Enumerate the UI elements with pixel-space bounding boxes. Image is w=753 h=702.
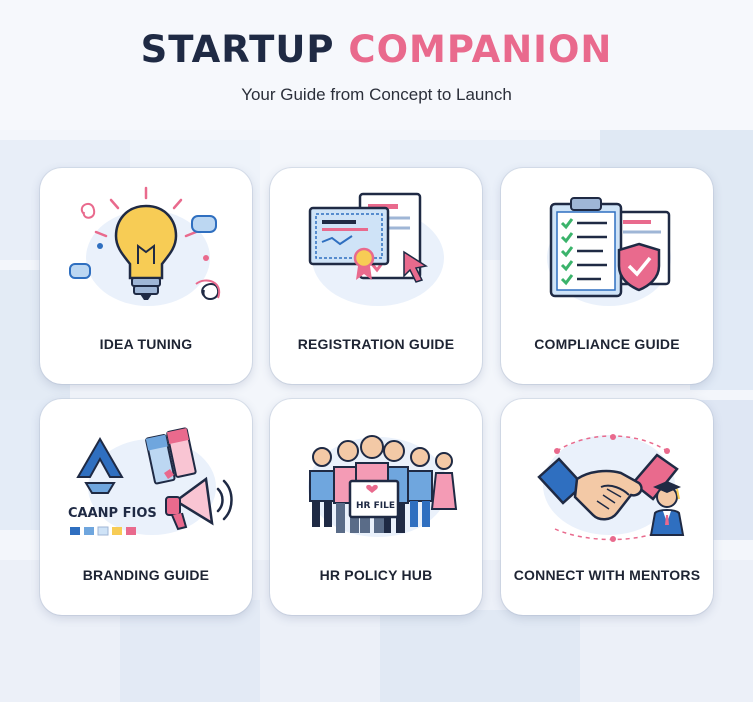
card-registration-guide[interactable]: REGISTRATION GUIDE (270, 168, 482, 384)
card-label: HR POLICY HUB (319, 567, 433, 583)
page-title: STARTUP COMPANION (0, 28, 753, 71)
card-connect-with-mentors[interactable]: CONNECT WITH MENTORS (501, 399, 713, 615)
checklist-shield-icon (547, 197, 671, 306)
card-compliance-guide[interactable]: COMPLIANCE GUIDE (501, 168, 713, 384)
brand-text: CAANP FIOS (68, 506, 157, 521)
handshake-mentor-icon (537, 434, 685, 542)
page-subtitle: Your Guide from Concept to Launch (241, 85, 512, 104)
lightbulb-icon (69, 186, 221, 306)
card-label: COMPLIANCE GUIDE (534, 336, 680, 352)
card-label: IDEA TUNING (99, 336, 193, 352)
title-part-companion: COMPANION (348, 28, 613, 71)
card-hr-policy-hub[interactable]: HR FILE HR POLICY HUB (270, 399, 482, 615)
brand-megaphone-icon: CAANP FIOS (68, 427, 233, 536)
card-label: BRANDING GUIDE (82, 567, 210, 583)
card-label: CONNECT WITH MENTORS (513, 567, 701, 583)
card-label: REGISTRATION GUIDE (297, 336, 455, 352)
card-branding-guide[interactable]: CAANP FIOS BRANDING GUIDE (40, 399, 252, 615)
card-idea-tuning[interactable]: IDEA TUNING (40, 168, 252, 384)
title-part-startup: STARTUP (140, 28, 335, 71)
certificate-document-icon (308, 192, 444, 306)
hr-file-text: HR FILE (356, 501, 395, 511)
team-hr-file-icon: HR FILE (308, 435, 458, 537)
